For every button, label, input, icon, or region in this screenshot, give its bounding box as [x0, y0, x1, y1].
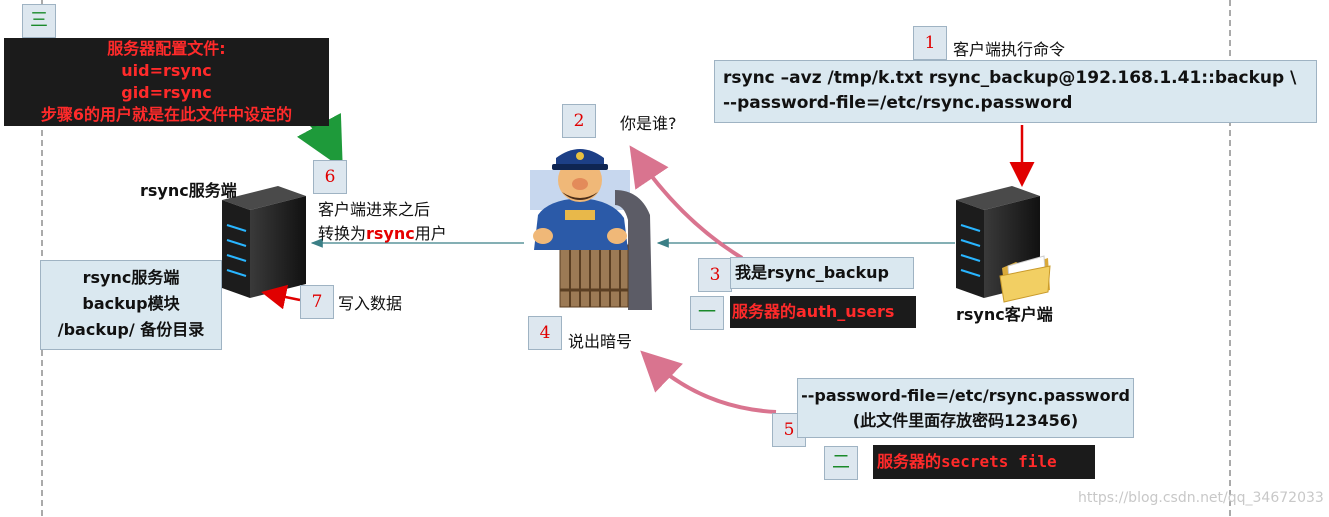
convert-user: rsync	[366, 224, 415, 243]
config-line-3: gid=rsync	[121, 83, 212, 102]
step-two-badge: 二	[824, 446, 858, 480]
password-file-box: --password-file=/etc/rsync.password (此文件…	[797, 378, 1134, 438]
secrets-file-box: 服务器的secrets file	[873, 445, 1095, 479]
say-secret-label: 说出暗号	[568, 332, 633, 351]
config-line-4: 步骤6的用户就是在此文件中设定的	[40, 105, 293, 124]
step-3-badge: 3	[698, 258, 732, 292]
convert-line-2: 转换为rsync用户	[318, 222, 447, 246]
identity-pink-arrow	[629, 145, 744, 260]
step-three-badge: 三	[22, 4, 56, 38]
server-icon	[222, 186, 306, 298]
convert-line-1: 客户端进来之后	[318, 200, 431, 219]
password-line-2: (此文件里面存放密码123456)	[852, 411, 1079, 430]
module-line-2: backup模块	[82, 294, 180, 313]
server-config-box: 服务器配置文件: uid=rsync gid=rsync 步骤6的用户就是在此文…	[4, 38, 329, 126]
password-pink-arrow	[640, 350, 777, 414]
client-command-box: rsync –avz /tmp/k.txt rsync_backup@192.1…	[714, 60, 1317, 123]
module-line-3: /backup/ 备份目录	[57, 320, 205, 339]
step-4-badge: 4	[528, 316, 562, 350]
step-one-badge: 一	[690, 296, 724, 330]
convert-prefix: 转换为	[318, 224, 367, 243]
write-data-arrow	[261, 284, 301, 310]
client-command-label: 客户端执行命令	[953, 40, 1066, 59]
step-7-badge: 7	[300, 285, 334, 319]
client-command-line-2: --password-file=/etc/rsync.password	[723, 93, 1073, 113]
step-2-badge: 2	[562, 104, 596, 138]
folder-icon	[999, 255, 1051, 303]
step-1-badge: 1	[913, 26, 947, 60]
guard-gate-icon	[530, 149, 652, 310]
write-data-label: 写入数据	[338, 294, 403, 313]
identity-box: 我是rsync_backup	[730, 257, 914, 289]
module-line-1: rsync服务端	[82, 268, 180, 287]
client-command-line-1: rsync –avz /tmp/k.txt rsync_backup@192.1…	[723, 68, 1297, 88]
who-are-you-label: 你是谁?	[620, 114, 677, 133]
config-line-2: uid=rsync	[121, 61, 212, 80]
watermark: https://blog.csdn.net/qq_34672033	[1078, 490, 1324, 506]
server-module-box: rsync服务端 backup模块 /backup/ 备份目录	[40, 260, 222, 350]
server-label: rsync服务端	[140, 181, 237, 200]
password-line-1: --password-file=/etc/rsync.password	[801, 386, 1130, 405]
convert-user-text: 客户端进来之后 转换为rsync用户	[318, 198, 447, 246]
convert-suffix: 用户	[414, 224, 447, 243]
step-6-badge: 6	[313, 160, 347, 194]
client-label: rsync客户端	[956, 305, 1053, 324]
config-line-1: 服务器配置文件:	[107, 39, 226, 58]
auth-users-box: 服务器的auth_users	[730, 296, 916, 328]
